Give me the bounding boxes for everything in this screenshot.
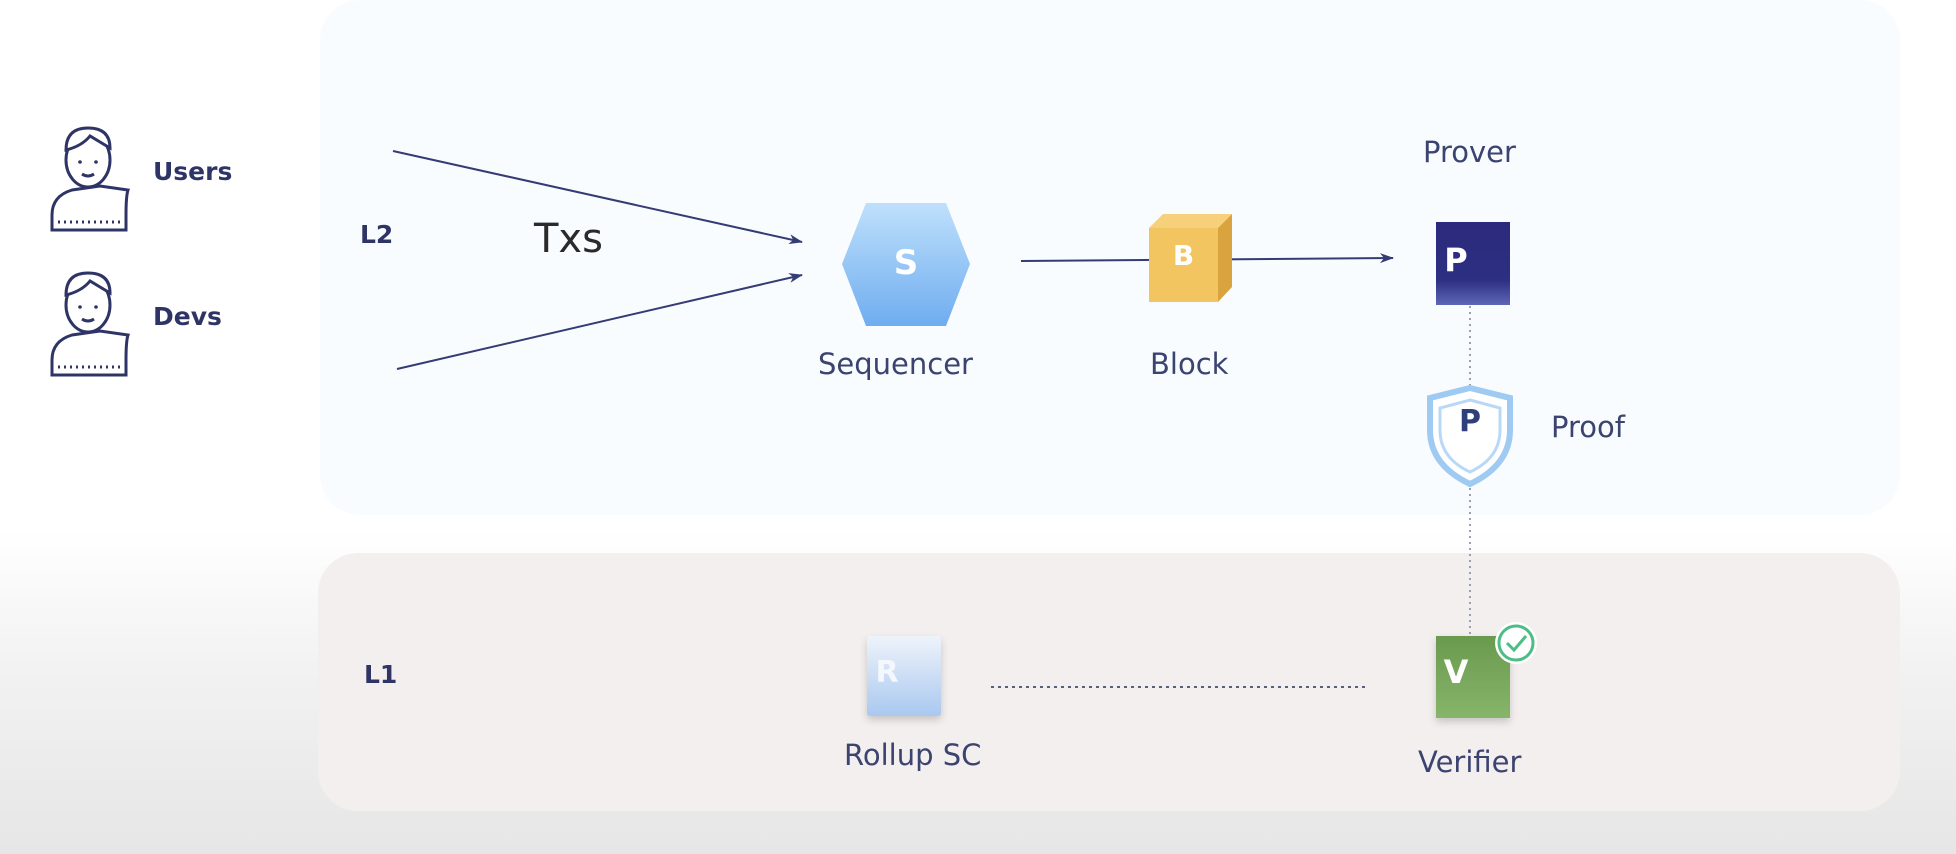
rollup-box	[867, 636, 941, 716]
verifier-label: Verifier	[1418, 745, 1522, 779]
prover-letter: P	[1444, 241, 1468, 279]
hexagon-icon	[842, 203, 970, 326]
proof-label: Proof	[1551, 410, 1625, 444]
tx-arrow-users	[392, 150, 803, 245]
sequencer-letter: S	[893, 243, 919, 283]
cube-icon	[1149, 214, 1232, 302]
txs-label: Txs	[534, 216, 603, 262]
actor-label-users: Users	[153, 157, 233, 186]
shield-icon	[1427, 384, 1513, 488]
user-icon	[50, 271, 130, 377]
block-letter: B	[1172, 238, 1195, 272]
rollup-label: Rollup SC	[844, 738, 982, 772]
actor-label-devs: Devs	[153, 302, 222, 331]
layer-label-l2: L2	[360, 220, 394, 249]
prover-label: Prover	[1423, 135, 1516, 169]
verifier-letter: V	[1443, 653, 1469, 691]
check-circle-icon	[1495, 622, 1537, 664]
user-icon	[50, 126, 130, 232]
tx-arrow-devs	[396, 273, 803, 370]
rollup-letter: R	[875, 654, 899, 690]
l2-layer-panel	[320, 0, 1900, 515]
l1-layer-panel	[318, 553, 1900, 811]
proof-letter: P	[1459, 403, 1481, 439]
layer-label-l1: L1	[364, 660, 398, 689]
sequencer-label: Sequencer	[818, 347, 973, 381]
prover-box	[1436, 222, 1510, 305]
block-label: Block	[1150, 347, 1229, 381]
